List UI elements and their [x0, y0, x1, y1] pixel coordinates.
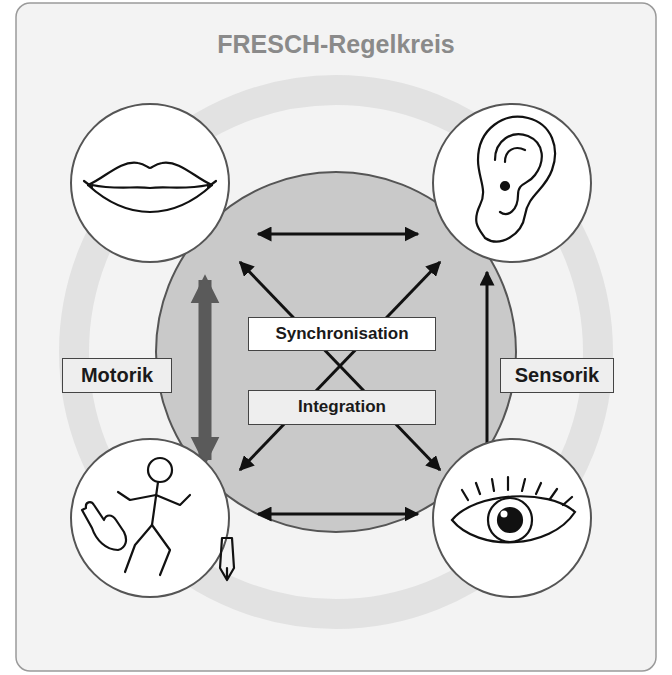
movement-icon: [82, 458, 234, 580]
label-box: Synchronisation: [248, 317, 436, 351]
eye-icon: [452, 477, 575, 542]
ear-icon: [476, 117, 555, 242]
box-label: Motorik: [81, 364, 153, 387]
box-label: Synchronisation: [275, 324, 408, 344]
diagram-title: FRESCH-Regelkreis: [0, 30, 672, 59]
arrows: [205, 234, 487, 514]
box-label: Integration: [298, 397, 386, 417]
label-box: Motorik: [62, 358, 172, 393]
label-box: Integration: [248, 390, 436, 425]
box-label: Sensorik: [515, 364, 599, 387]
icon-circles: [71, 104, 591, 597]
label-box: Sensorik: [500, 358, 614, 393]
mouth-icon: [84, 163, 216, 212]
frame: [16, 3, 656, 671]
